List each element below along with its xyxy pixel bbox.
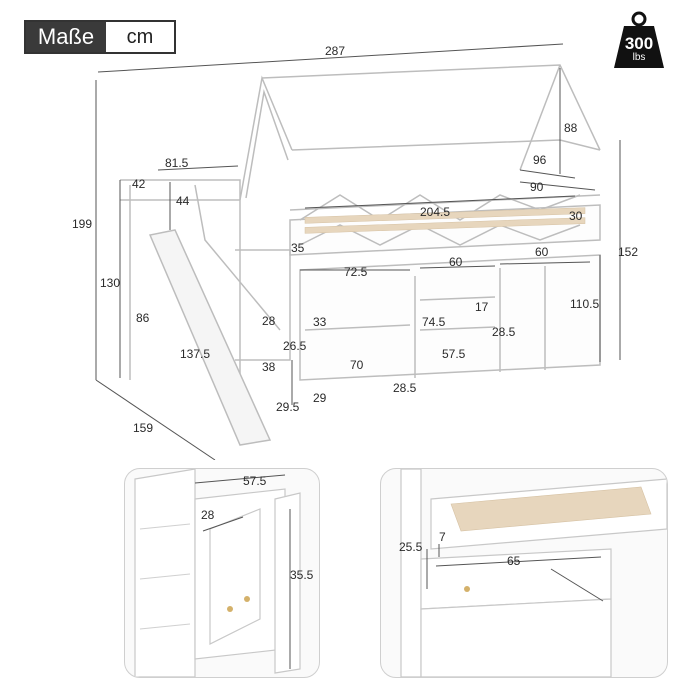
dimension-label: Maße [26,22,106,52]
dim-total-length: 287 [325,44,345,58]
detail-drawer-height: 25.5 [399,540,423,554]
dim-total-height: 199 [72,217,92,231]
drawer-detail-illustration [400,469,667,677]
dim-shelf-inner-17: 17 [475,300,489,314]
weight-capacity-badge: 300 lbs [612,10,666,70]
dim-shelf-width-72-5: 72.5 [344,265,368,279]
dim-ladder-height: 130 [100,276,120,290]
dim-guard-height: 30 [569,209,583,223]
dim-shelf-width-60b: 60 [535,245,549,259]
dim-shelf-inner-28-5: 28.5 [492,325,516,339]
dim-shelf-height-74-5: 74.5 [422,315,446,329]
weight-icon [614,11,664,68]
detail-drawer-length: 65 [507,554,521,568]
drawer-detail-labels: 25.5 7 65 [399,530,521,568]
dim-platform-width: 81.5 [165,156,189,170]
dim-bed-width-96: 96 [533,153,547,167]
dim-step-height: 28 [262,314,276,328]
dim-slide-side-height: 86 [136,311,150,325]
dim-step-gap: 26.5 [283,339,307,353]
weight-unit: lbs [632,52,646,63]
detail-drawer-top: 7 [439,530,446,544]
dim-shelf-width-60a: 60 [449,255,463,269]
dim-stair-top-offset: 42 [132,177,146,191]
dim-bed-length: 204.5 [420,205,450,219]
detail-panel-drawer: 25.5 7 65 [380,468,668,678]
dim-shelf-inner-57-5: 57.5 [442,347,466,361]
dim-base-depth: 28.5 [393,381,417,395]
dim-slide-length: 137.5 [180,347,210,361]
dim-rail-height: 44 [176,194,190,208]
dim-cabinet-height: 110.5 [570,297,599,311]
dim-side-height: 152 [618,245,638,259]
detail-height: 35.5 [290,568,314,582]
dim-under-height: 35 [291,241,305,255]
dim-roof-height: 88 [564,121,578,135]
unit-label: cm [106,22,174,52]
detail-width: 57.5 [243,474,267,488]
dim-shelf-height-33: 33 [313,315,327,329]
dim-shelf-inner-70: 70 [350,358,364,372]
unit-badge: Maße cm [24,20,176,54]
cabinet-detail-labels: 57.5 28 35.5 [201,474,314,582]
dim-base-height: 29 [313,391,327,405]
cabinet-detail-illustration [134,469,301,677]
dim-stair-depth: 38 [262,360,276,374]
dim-stair-clearance: 29.5 [276,400,300,414]
dimension-labels: 287 199 159 88 81.5 44 42 130 86 137.5 2… [72,44,638,435]
detail-door-depth: 28 [201,508,215,522]
dim-depth: 159 [133,421,153,435]
weight-value: 300 [624,34,654,53]
detail-panel-cabinet: 57.5 28 35.5 [124,468,320,678]
bed-illustration [95,43,621,460]
dim-bed-width-90: 90 [530,180,544,194]
